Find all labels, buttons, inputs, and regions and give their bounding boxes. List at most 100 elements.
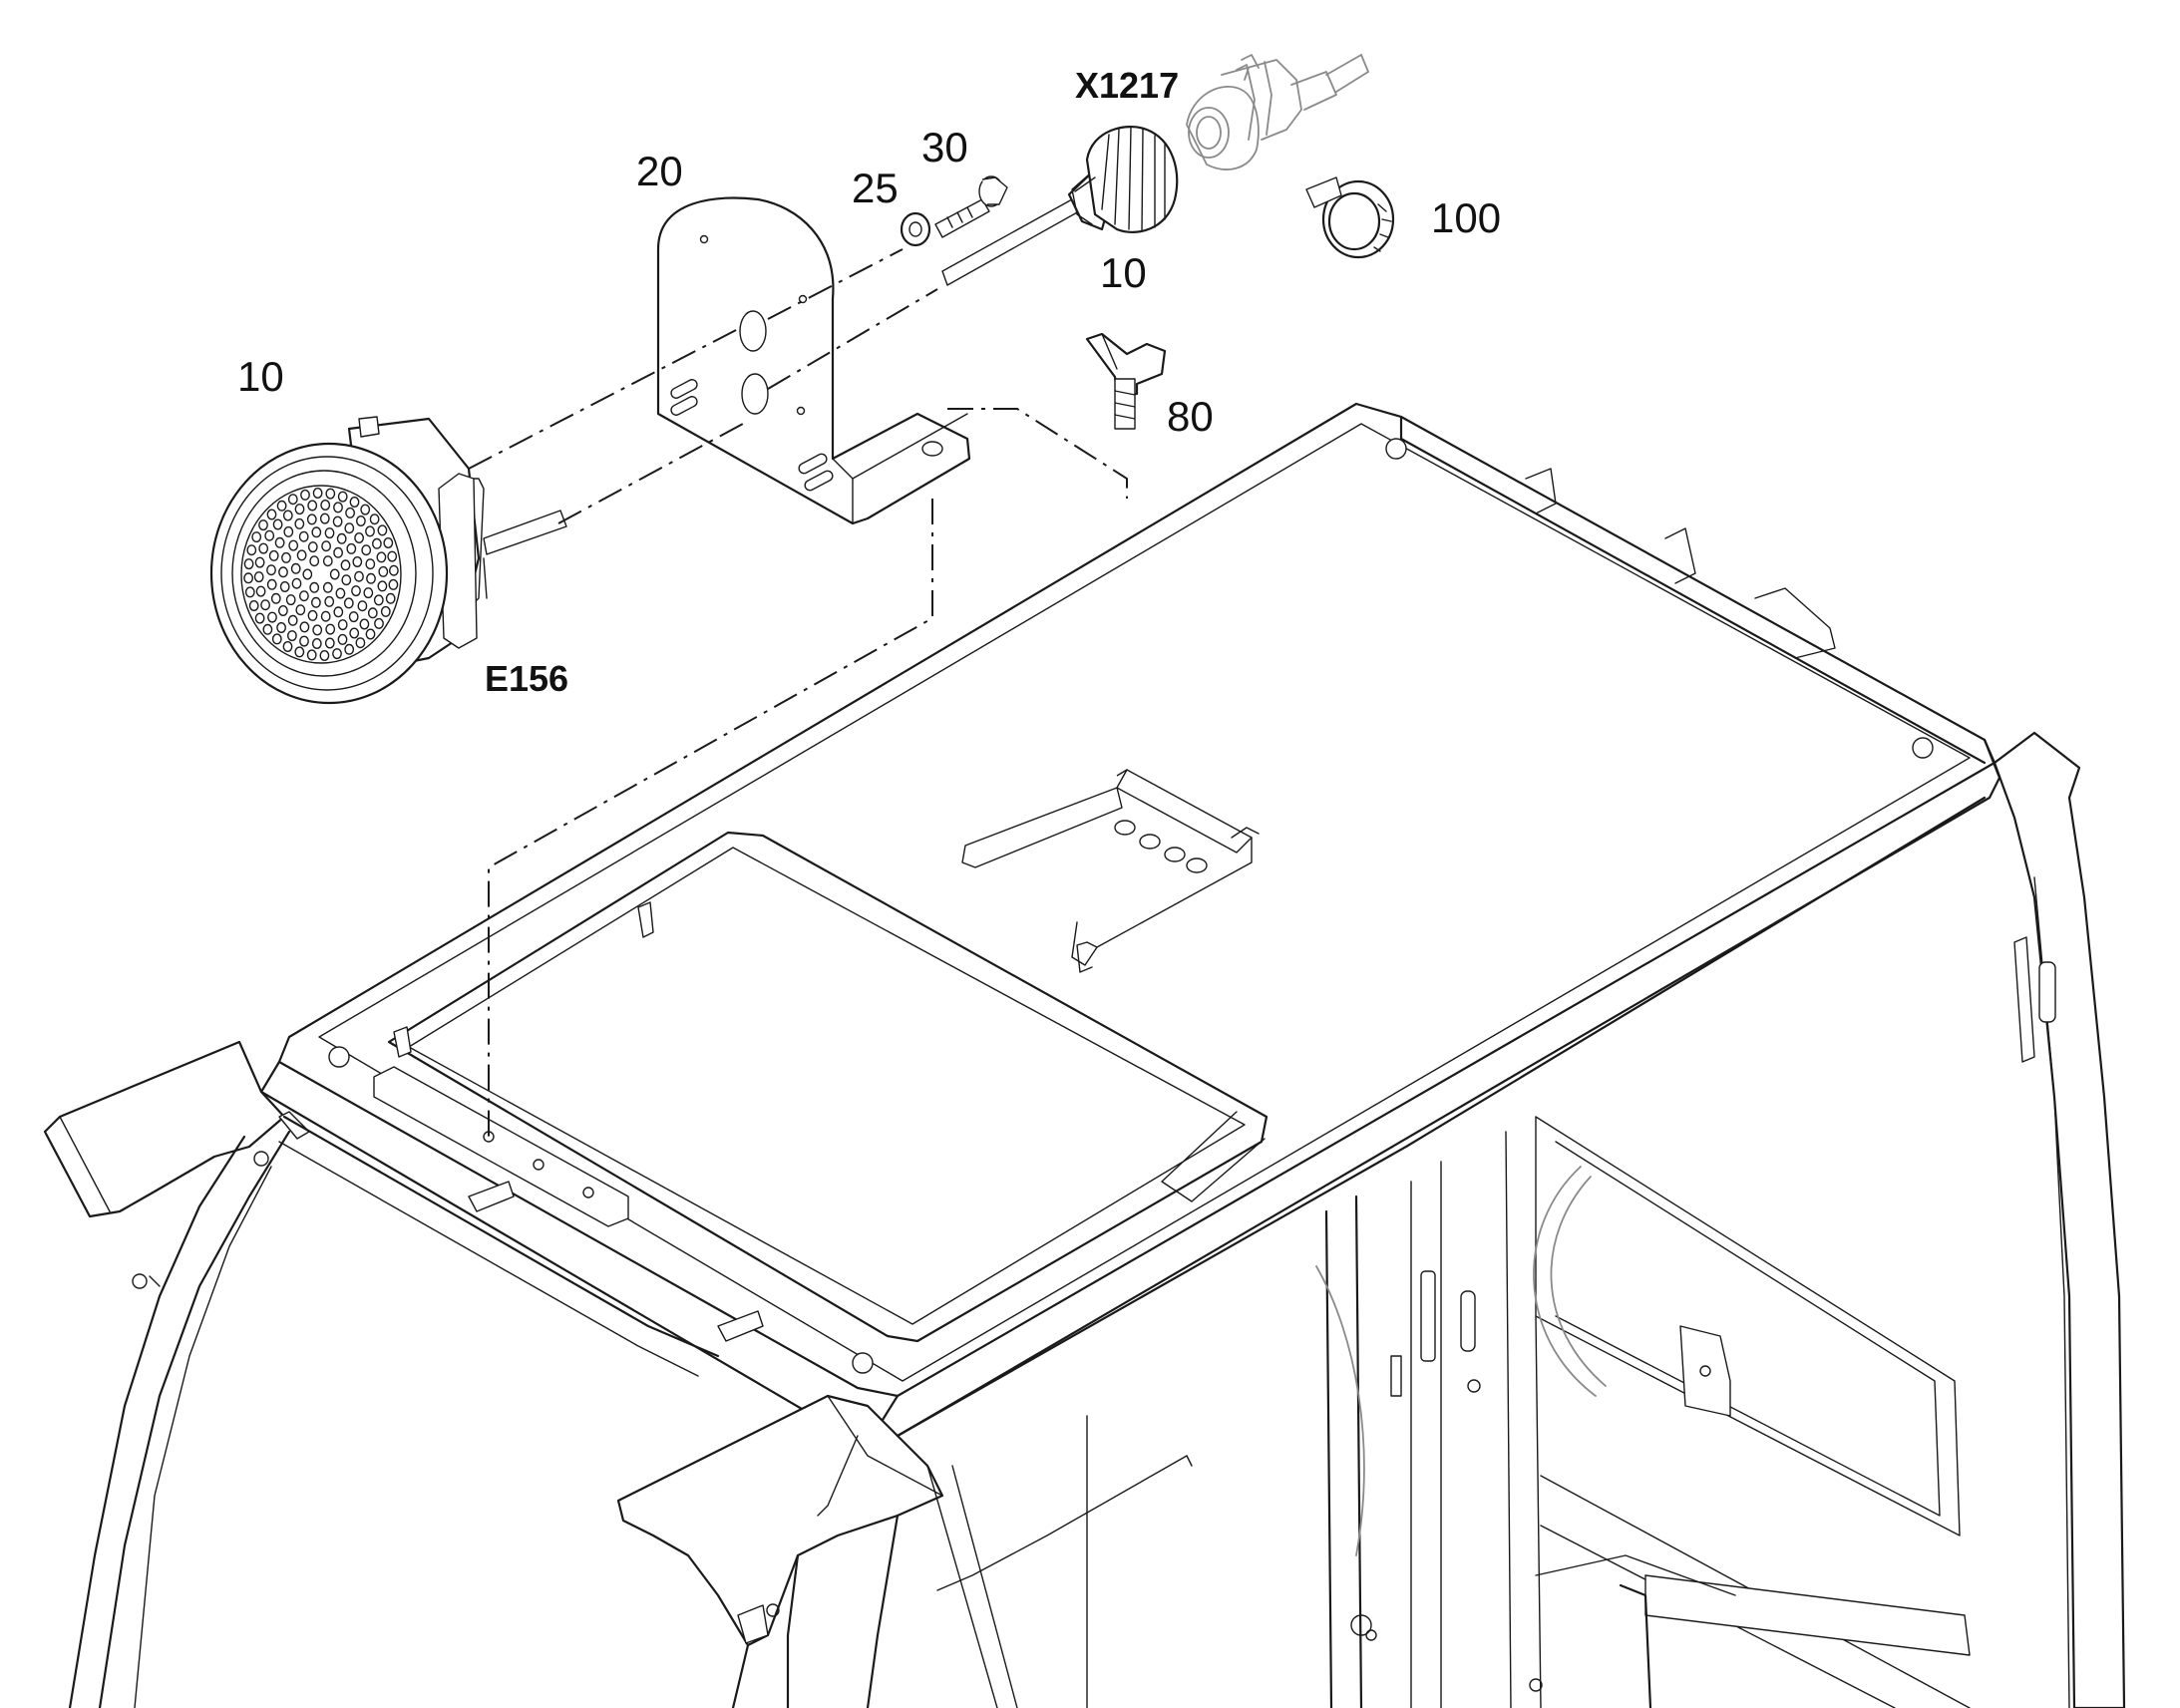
grille-hole — [302, 568, 313, 580]
grille-hole — [243, 572, 254, 584]
grille-hole — [255, 585, 266, 597]
speaker-grille — [243, 488, 399, 662]
grille-hole — [266, 564, 276, 576]
grille-hole — [294, 504, 305, 515]
grille-hole — [296, 549, 307, 561]
grille-hole — [388, 578, 399, 590]
cab-frame — [43, 402, 2126, 1708]
grille-hole — [336, 532, 347, 544]
roof-bosses — [328, 438, 1934, 1374]
grille-hole — [262, 623, 273, 635]
grille-hole — [309, 555, 320, 567]
grille-hole — [307, 541, 318, 553]
grille-hole — [253, 571, 264, 583]
grille-hole — [380, 605, 391, 617]
grille-hole — [286, 630, 297, 642]
grille-hole — [251, 531, 262, 543]
rear-pillar-right — [1993, 731, 2126, 1708]
connector-socket — [1186, 54, 1369, 171]
assembly-leader-lines — [468, 248, 1128, 1137]
grille-hole — [378, 565, 389, 577]
grille-hole — [290, 562, 301, 574]
label-plug-part: 10 — [1100, 249, 1147, 296]
label-cable-clip: 100 — [1431, 194, 1501, 241]
grille-hole — [324, 595, 335, 607]
grille-hole — [274, 536, 285, 548]
front-pillar-left — [43, 1040, 286, 1218]
grille-hole — [320, 500, 331, 512]
grille-hole — [371, 537, 382, 549]
grille-hole — [272, 518, 283, 530]
grille-hole — [319, 512, 330, 524]
grille-hole — [298, 590, 309, 602]
grille-hole — [377, 524, 388, 536]
cable-clip — [1305, 176, 1395, 259]
grille-hole — [307, 609, 318, 621]
grille-hole — [387, 550, 398, 562]
grille-hole — [324, 637, 335, 649]
grille-hole — [348, 611, 359, 623]
service-tray — [961, 769, 1260, 973]
grille-hole — [270, 592, 281, 604]
front-centre-hood — [616, 1394, 944, 1647]
grille-hole — [276, 622, 286, 634]
grille-hole — [354, 532, 364, 544]
grille-hole — [266, 578, 277, 590]
grille-hole — [332, 648, 342, 660]
grille-hole — [333, 606, 344, 618]
grille-hole — [258, 519, 268, 531]
grille-hole — [359, 618, 370, 630]
grille-hole — [365, 525, 375, 537]
grille-hole — [266, 509, 277, 520]
grille-hole — [299, 635, 309, 647]
grille-hole — [287, 494, 298, 506]
grille-hole — [366, 572, 376, 584]
grille-hole — [340, 559, 351, 571]
grille-hole — [337, 633, 348, 645]
grille-hole — [329, 568, 340, 580]
grille-hole — [319, 650, 330, 662]
grille-hole — [307, 500, 318, 512]
grille-hole — [322, 555, 333, 567]
grille-hole — [279, 581, 290, 593]
grille-hole — [309, 581, 320, 593]
grille-hole — [294, 517, 305, 529]
grille-hole — [345, 507, 355, 518]
grille-hole — [325, 488, 336, 500]
grille-hole — [341, 574, 352, 586]
grille-hole — [295, 604, 306, 616]
speaker-rim — [209, 442, 449, 705]
label-bracket: 20 — [636, 148, 683, 194]
grille-hole — [260, 599, 270, 611]
connector-plug — [941, 126, 1179, 286]
grille-hole — [258, 542, 269, 554]
grille-hole — [346, 542, 357, 554]
grille-hole — [246, 544, 257, 556]
label-washer: 25 — [852, 165, 899, 211]
label-speaker-part: 10 — [237, 353, 284, 400]
grille-hole — [310, 596, 321, 608]
grille-hole — [351, 585, 361, 597]
grille-hole — [344, 643, 355, 655]
grille-hole — [300, 489, 310, 501]
grille-hole — [271, 633, 282, 645]
mounting-bracket — [656, 196, 971, 525]
grille-hole — [337, 619, 348, 631]
grille-hole — [312, 624, 323, 636]
grille-hole — [324, 527, 335, 539]
grille-hole — [337, 491, 348, 503]
grille-hole — [365, 558, 376, 570]
grille-hole — [285, 594, 296, 606]
grille-hole — [254, 612, 265, 624]
grille-hole — [335, 587, 346, 599]
skylight-opening — [387, 831, 1269, 1343]
grille-hole — [325, 623, 336, 635]
grille-hole — [312, 488, 323, 500]
grille-hole — [333, 502, 343, 513]
grille-hole — [283, 525, 294, 537]
grille-hole — [374, 617, 384, 629]
grille-hole — [281, 551, 291, 563]
grille-hole — [355, 637, 366, 649]
grille-hole — [385, 592, 396, 604]
